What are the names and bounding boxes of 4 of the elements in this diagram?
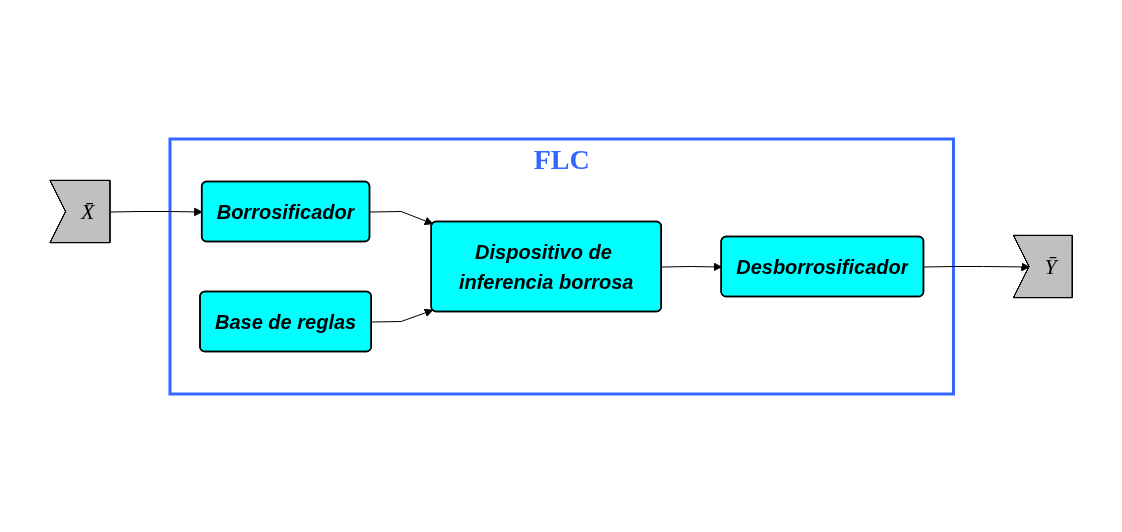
arrow [661,261,722,271]
arrow [923,262,1030,271]
arrow [369,210,434,225]
arrow [371,308,434,322]
